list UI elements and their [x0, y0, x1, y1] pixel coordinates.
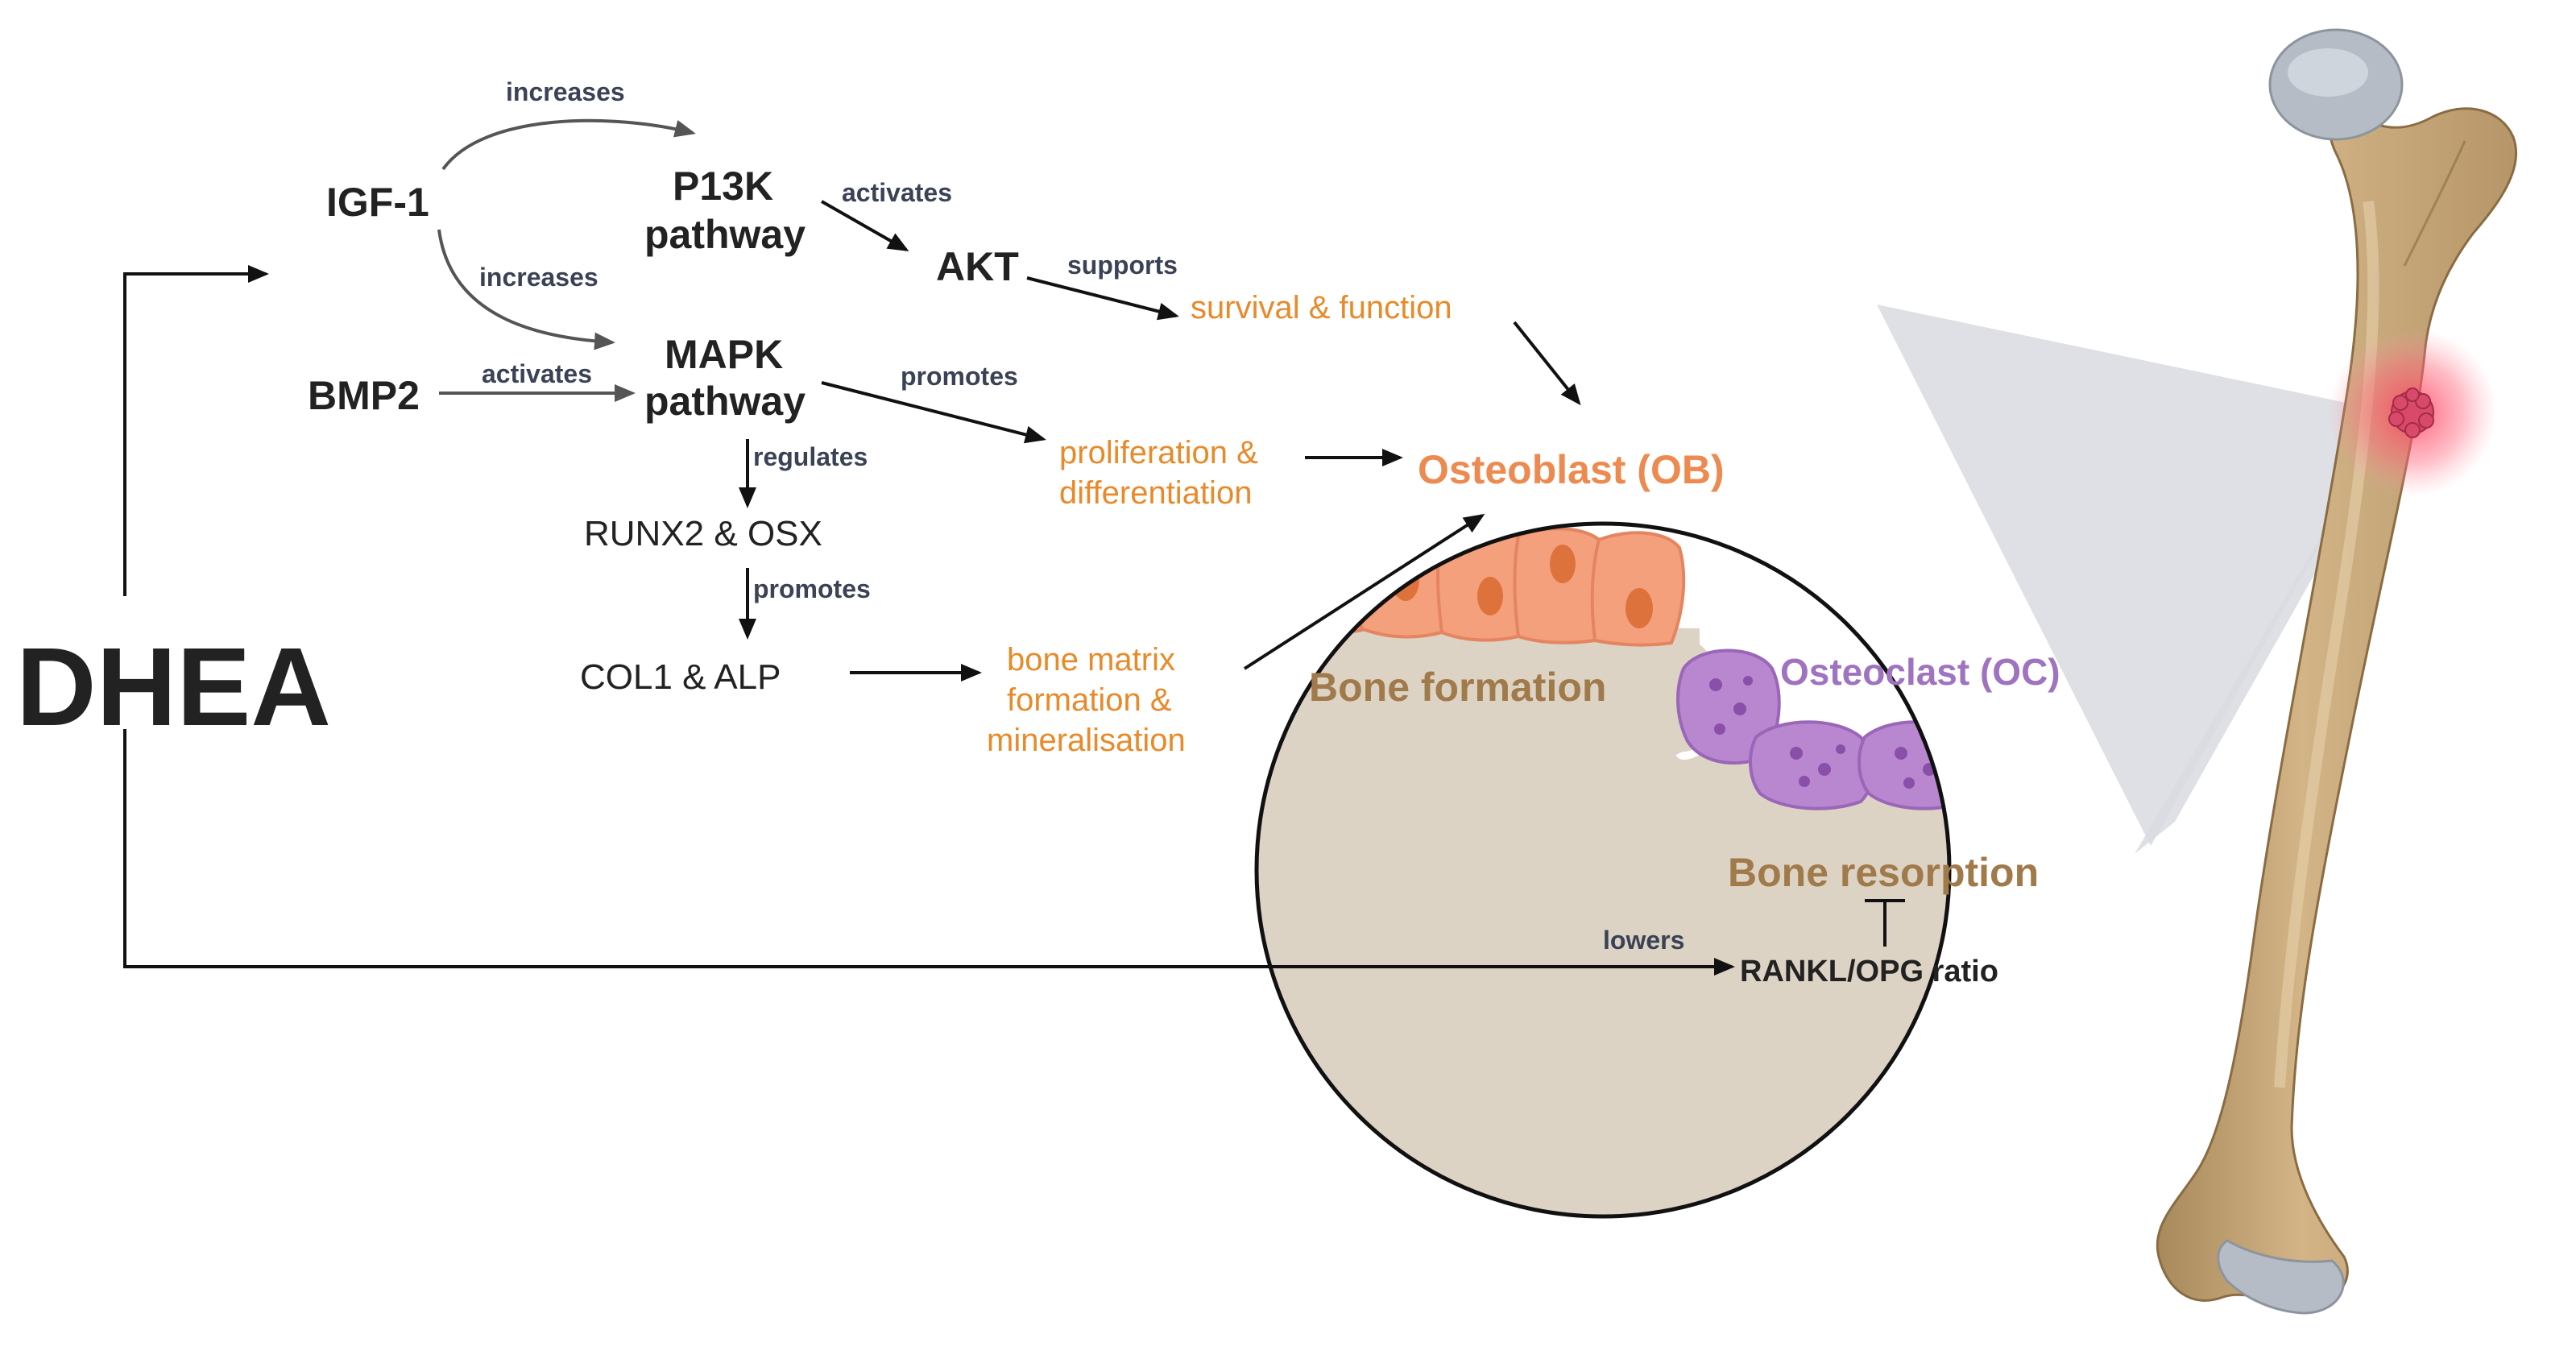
akt-label: AKT [936, 244, 1019, 289]
matrix-label-line3: mineralisation [987, 723, 1186, 758]
edge-akt-survival: supports [1067, 251, 1178, 280]
edge-igf1-p13k: increases [506, 77, 625, 106]
edge-mapk-runx2: regulates [753, 442, 868, 471]
edge-p13k-akt: activates [842, 178, 952, 207]
mapk-label-line1: MAPK [665, 332, 783, 377]
lesion-spot-icon [2388, 387, 2434, 438]
p13k-label-line2: pathway [644, 212, 806, 257]
runx2-label: RUNX2 & OSX [584, 514, 822, 553]
col1-label: COL1 & ALP [580, 657, 781, 697]
femur-illustration [2156, 28, 2518, 1315]
mapk-label-line2: pathway [644, 379, 806, 424]
femoral-condyle [2217, 1239, 2345, 1315]
zoom-cone [1877, 305, 2404, 846]
osteoblast-cells [1263, 524, 1686, 647]
osteoclast-label: Osteoclast (OC) [1780, 651, 2060, 693]
edge-runx2-col1: promotes [753, 574, 871, 603]
osteoblast-label: Osteoblast (OB) [1418, 447, 1725, 492]
rankl-label: RANKL/OPG ratio [1740, 955, 1998, 988]
matrix-label-line2: formation & [1007, 682, 1172, 718]
bone-formation-label: Bone formation [1309, 665, 1606, 710]
igf1-label: IGF-1 [326, 180, 429, 225]
proliferation-label-line1: proliferation & [1059, 435, 1258, 470]
edge-bmp2-mapk: activates [482, 359, 592, 388]
pathway-connectors [123, 118, 1905, 976]
bmp2-label: BMP2 [308, 373, 420, 418]
dhea-label: DHEA [16, 625, 331, 749]
bone-resorption-label: Bone resorption [1728, 850, 2039, 895]
edge-dhea-rankl: lowers [1603, 926, 1684, 955]
proliferation-label-line2: differentiation [1059, 475, 1252, 511]
survival-label: survival & function [1191, 290, 1452, 325]
edge-igf1-mapk: increases [479, 263, 598, 292]
matrix-label-line1: bone matrix [1007, 642, 1175, 678]
p13k-label-line1: P13K [673, 164, 773, 209]
edge-mapk-proliferation: promotes [901, 362, 1018, 391]
